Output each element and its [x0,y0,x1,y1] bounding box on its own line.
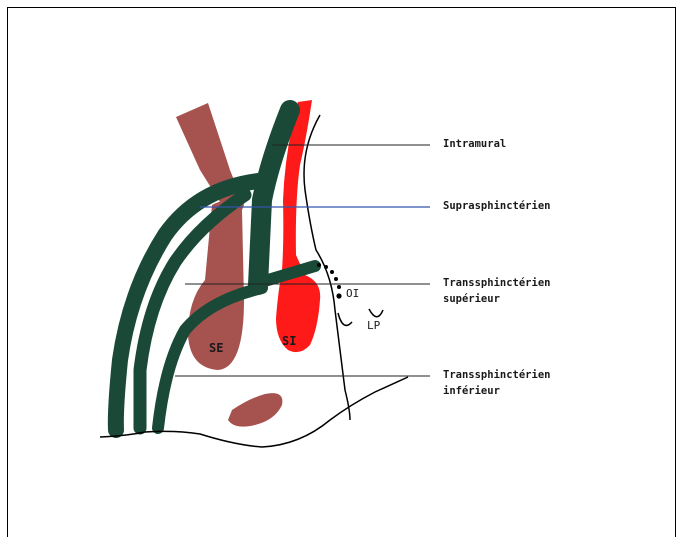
label-se: SE [209,341,223,355]
crypt-cup-right [369,309,383,317]
anal-blob [228,393,282,427]
label-si: SI [282,334,296,348]
label-trans-superieur-line1: Transsphinctérien [443,277,550,290]
label-trans-inferieur-line2: inférieur [443,385,500,398]
label-lp: LP [367,319,380,332]
label-oi: OI [346,287,359,300]
crypt-cup-left [338,313,352,325]
label-intramural: Intramural [443,138,506,151]
label-trans-superieur-line2: supérieur [443,293,500,306]
label-trans-inferieur-line1: Transsphinctérien [443,369,550,382]
label-suprasphincterien: Suprasphinctérien [443,200,550,213]
